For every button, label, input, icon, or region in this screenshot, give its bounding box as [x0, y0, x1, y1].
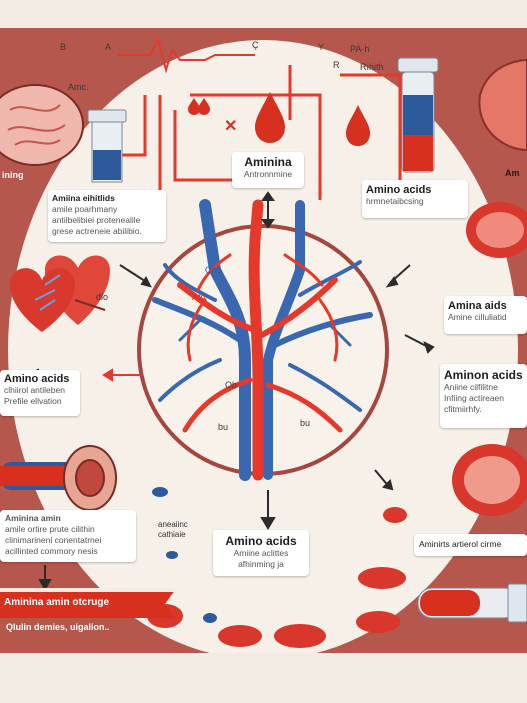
card-top-left-line-1: Amiina eihitlids — [52, 193, 115, 203]
card-left-line-1: clhiirol antileben — [4, 385, 65, 395]
top-label-y: Y — [318, 42, 325, 52]
corner-label-top-left: ining — [2, 170, 24, 180]
organ-top-left — [0, 84, 84, 166]
card-right-big-line-1: Aniine cilfilitne — [444, 382, 498, 392]
tube-top-center — [87, 109, 127, 183]
card-left-title: Amino acids — [4, 373, 70, 385]
card-bottom-left-title: Aminina amin — [5, 513, 61, 523]
cross-mark: ✕ — [224, 118, 237, 135]
vessel-label-bu-left: bu — [218, 422, 229, 432]
card-right-big-line-3: cfitmiirhfy. — [444, 404, 482, 414]
vessel-label-ato: Ato — [192, 292, 206, 302]
banner-ribbon — [0, 590, 175, 618]
card-top-left-line-3: antilbelibiei protenealile — [52, 215, 141, 225]
vessel-label-ob: Ob — [225, 380, 238, 390]
platelets — [152, 487, 217, 623]
heart-illustration — [10, 255, 110, 332]
vessel-label-cho: Cho — [205, 265, 222, 275]
card-right-big: Aminon acids Aniine cilfilitne Infiing a… — [440, 364, 527, 428]
corner-label-top-right: Am — [505, 168, 520, 178]
card-right-top-title: Amina aids — [448, 300, 507, 312]
card-bottom-center-line-1: Amiine aclittes — [233, 548, 289, 558]
organ-top-right — [478, 58, 527, 152]
top-label-b: B — [60, 42, 67, 52]
card-bottom-center: Amino acids Amiine aclittes afhinming ja — [213, 530, 309, 576]
card-bottom-left-line-1: amile ortire prute cilithin — [5, 524, 95, 534]
center-subtitle: Antronnmine — [243, 169, 293, 179]
card-top-right-title: Amino acids — [366, 184, 432, 196]
card-top-left-line-4: grese actreneie abilibio. — [52, 226, 142, 236]
banner-title: Aminina amin otcruge — [4, 597, 110, 608]
card-bottom-left-line-2: clinimarinenl conentatrnei — [5, 535, 102, 545]
card-bottom-left-line-3: acillinted commory nesis — [5, 546, 98, 556]
corner-label-left-mid: dlo — [96, 292, 109, 302]
top-label-rihith: Rıhith — [360, 62, 384, 72]
card-top-left: Amiina eihitlids amile poarhmany antilbe… — [48, 190, 166, 242]
card-right-top: Amina aids Amine cilluliatid — [444, 296, 527, 334]
top-label-c: Ç — [252, 40, 259, 50]
card-left-line-2: Prefile ellvation — [4, 396, 62, 406]
card-bottom-right: Aminirts artierol cirme — [414, 534, 527, 556]
tube-top-right — [397, 57, 439, 173]
top-label-r: R — [333, 60, 340, 70]
vessel-cross-section — [63, 445, 117, 511]
banner-subtitle: Qlulin demies, uigalion.. — [6, 622, 110, 632]
card-bottom-center-line-2: afhinming ja — [238, 559, 284, 569]
card-bottom-left: Aminina amin amile ortire prute cilithin… — [0, 510, 136, 562]
ecg-line — [118, 37, 255, 74]
card-top-right-subtitle: hrmnetaibcsing — [366, 196, 424, 206]
vessel-label-bu-right: bu — [300, 418, 311, 428]
card-right-big-line-2: Infiing actireaen — [444, 393, 505, 403]
card-bottom-center-title: Amino acids — [225, 534, 297, 548]
tube-bottom-right — [417, 583, 527, 623]
card-right-top-subtitle: Amine cilluliatid — [448, 312, 507, 322]
card-bottom-right-title: Aminirts artierol cirme — [419, 539, 502, 549]
card-top-right: Amino acids hrmnetaibcsing — [362, 180, 468, 218]
bottom-note: aneaiinc cathiaie — [158, 520, 188, 539]
top-label-amc: Amc. — [68, 82, 89, 92]
card-left: Amino acids clhiirol antileben Prefile e… — [0, 370, 80, 416]
card-right-big-title: Aminon acids — [444, 368, 523, 382]
center-label-box: Aminina Antronnmine — [232, 152, 304, 188]
top-label-pah: PA·h — [350, 44, 370, 54]
blood-drops — [188, 92, 370, 146]
center-title: Aminina — [244, 155, 292, 169]
blood-cells — [147, 202, 527, 648]
card-top-left-line-2: amile poarhmany — [52, 204, 118, 214]
top-label-a: A — [105, 42, 112, 52]
artery-tree — [177, 199, 343, 481]
